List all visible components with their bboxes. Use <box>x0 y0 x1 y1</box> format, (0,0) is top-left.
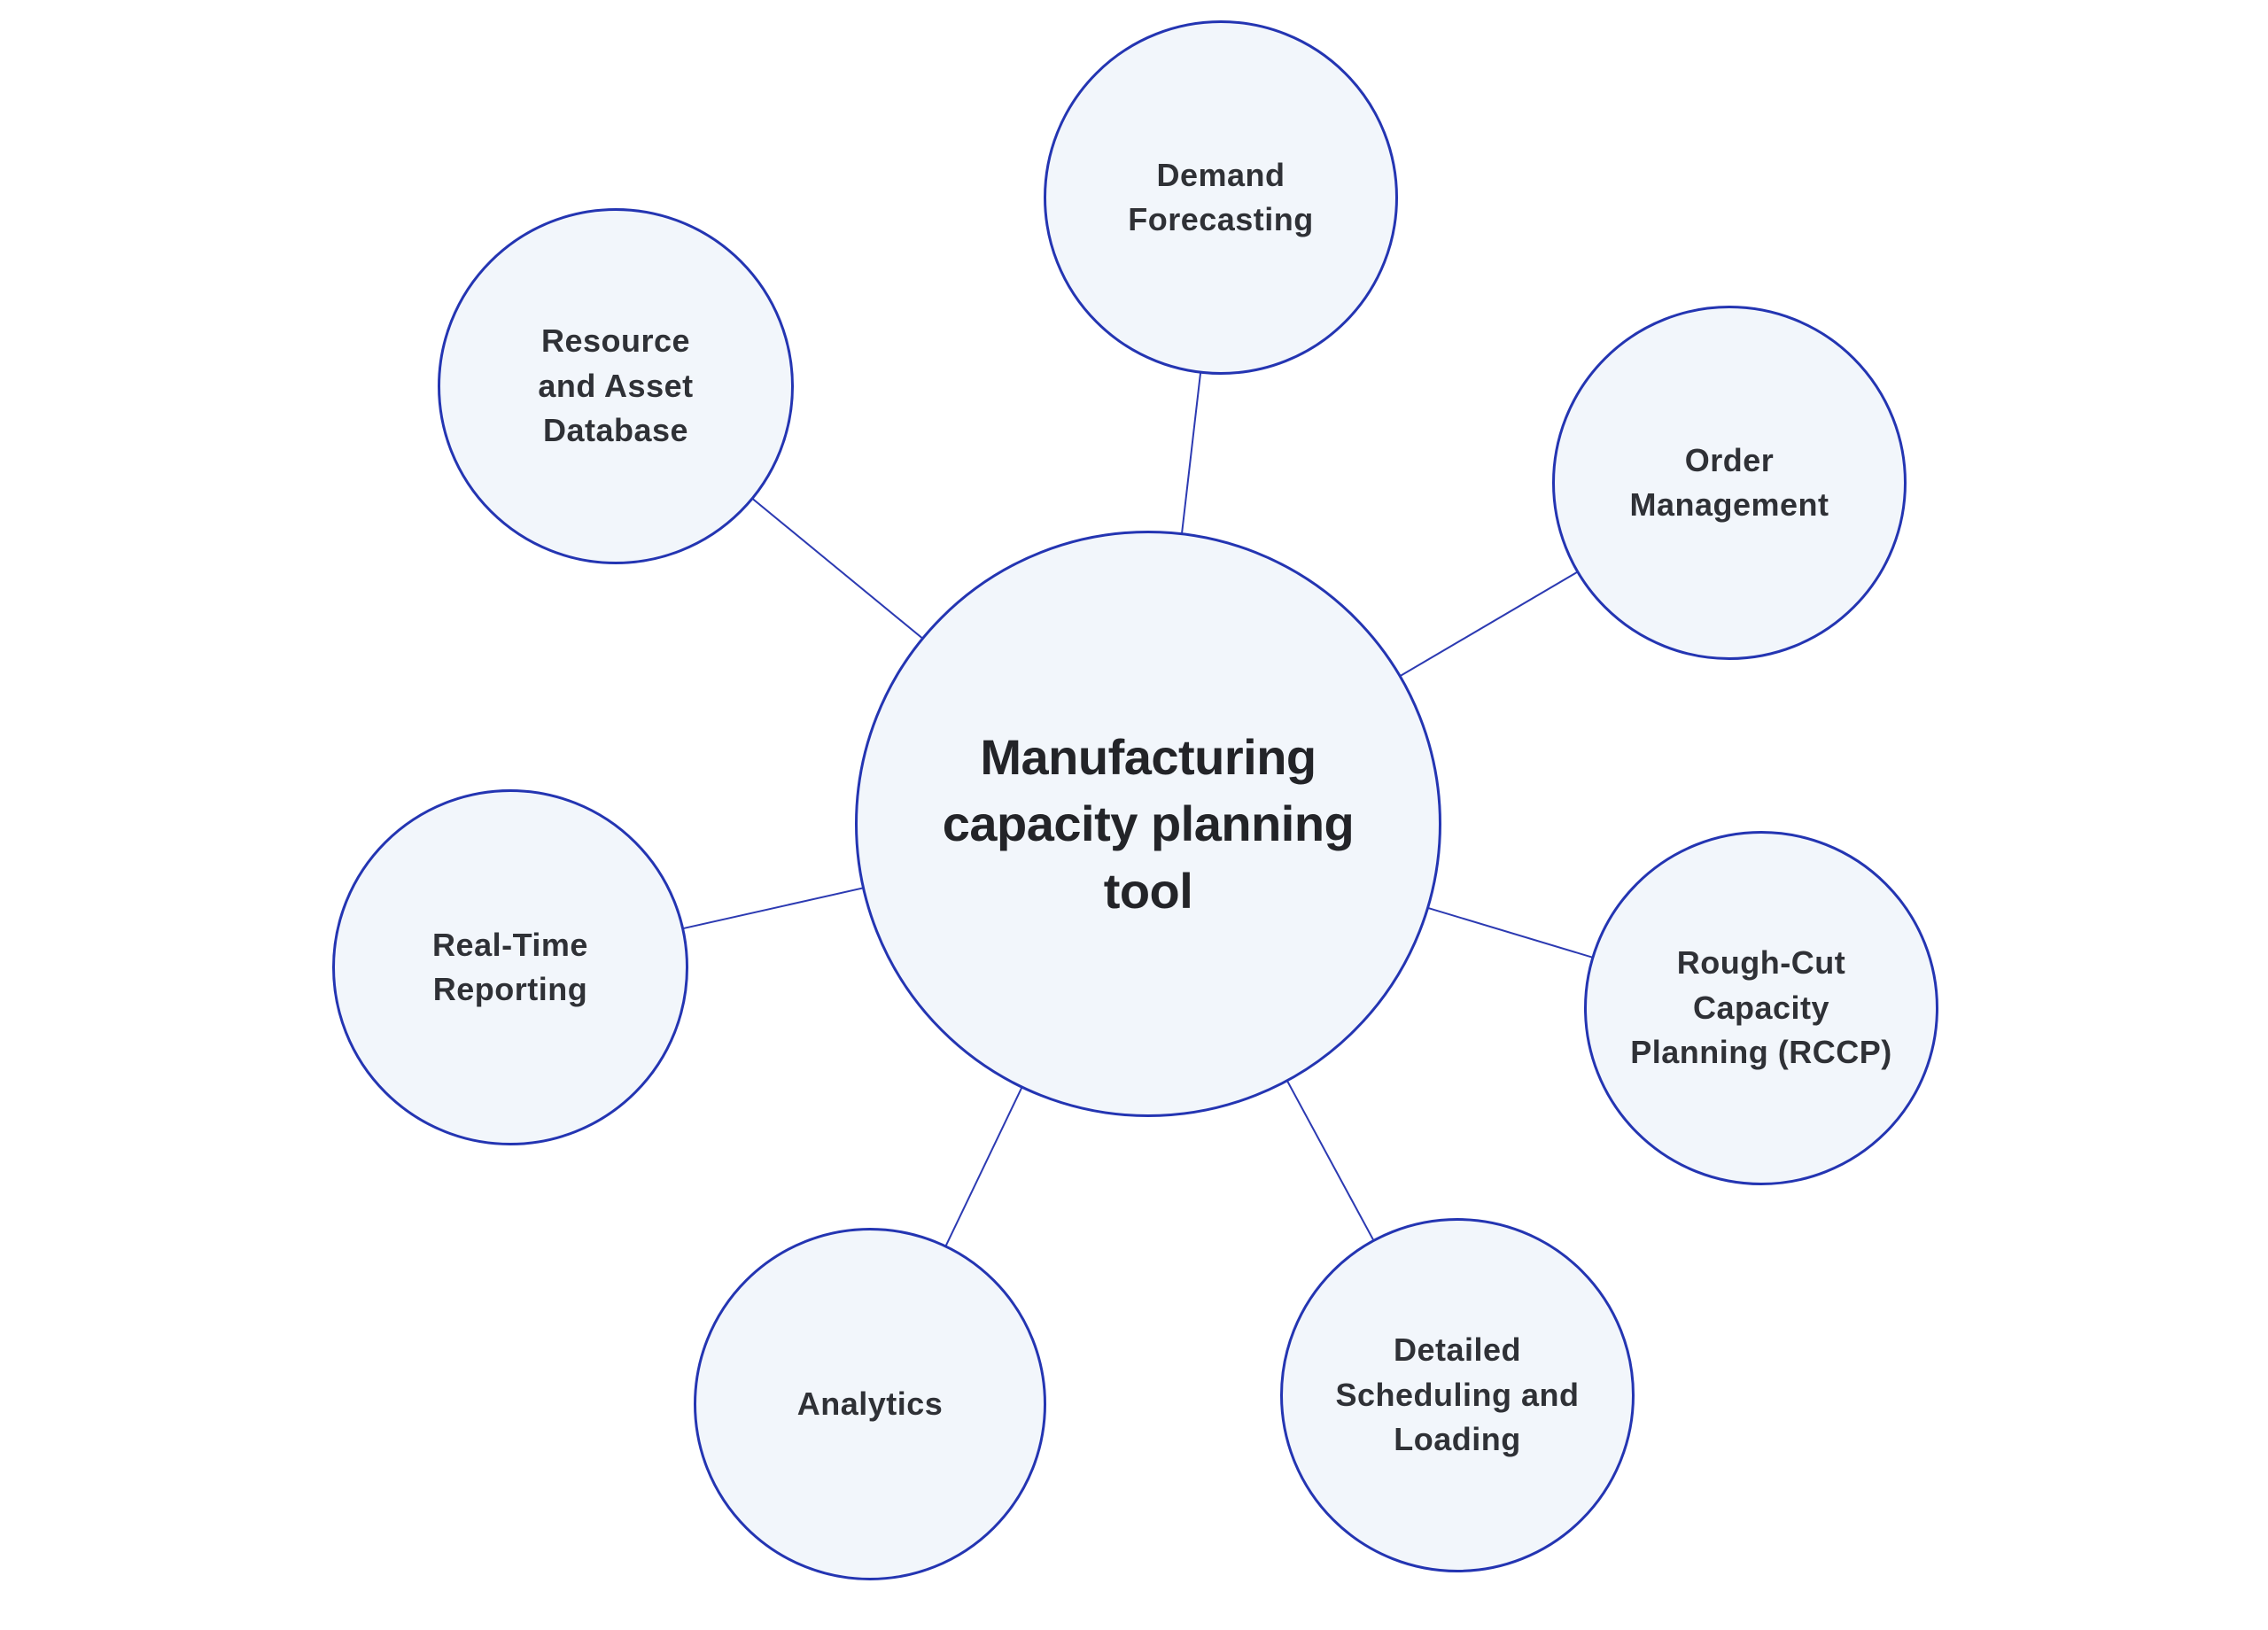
node-rough-cut-capacity-planning[interactable]: Rough-Cut Capacity Planning (RCCP) <box>1584 831 1938 1185</box>
node-label: Analytics <box>796 1385 944 1422</box>
node-label: Demand Forecasting <box>1128 156 1314 237</box>
node-label: Real-Time Reporting <box>432 926 588 1007</box>
node-manufacturing-capacity-planning-tool[interactable]: Manufacturing capacity planning tool <box>855 531 1441 1117</box>
node-real-time-reporting[interactable]: Real-Time Reporting <box>332 789 688 1145</box>
node-label: Rough-Cut Capacity Planning (RCCP) <box>1630 944 1892 1071</box>
node-resource-and-asset-database[interactable]: Resource and Asset Database <box>438 208 794 564</box>
node-label: Resource and Asset Database <box>538 322 694 449</box>
node-detailed-scheduling-and-loading[interactable]: Detailed Scheduling and Loading <box>1280 1218 1635 1572</box>
node-label: Order Management <box>1629 441 1829 523</box>
node-demand-forecasting[interactable]: Demand Forecasting <box>1044 20 1398 375</box>
node-analytics[interactable]: Analytics <box>694 1228 1046 1580</box>
node-order-management[interactable]: Order Management <box>1552 306 1907 660</box>
node-label: Detailed Scheduling and Loading <box>1335 1331 1580 1458</box>
node-label: Manufacturing capacity planning tool <box>942 728 1355 919</box>
